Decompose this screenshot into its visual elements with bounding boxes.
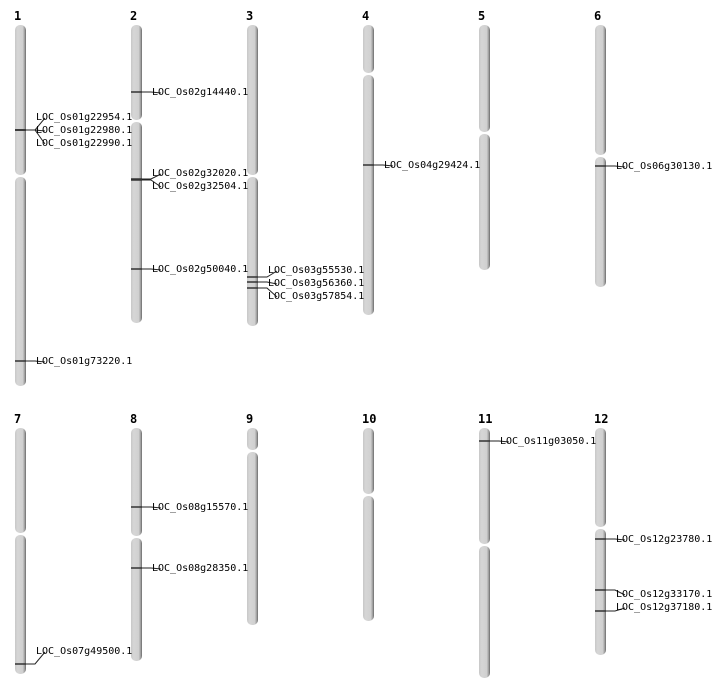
gene-marker-label: LOC_Os08g28350.1 <box>152 563 249 574</box>
marker-connector <box>258 270 278 278</box>
chromosome-arm-p <box>131 25 142 120</box>
chromosome-arm-q <box>363 496 374 621</box>
marker-connector <box>142 173 162 180</box>
marker-connector <box>142 91 162 94</box>
chromosome-label: 2 <box>130 9 138 23</box>
marker-connector <box>142 506 162 509</box>
chromosome-arm-q <box>595 529 606 655</box>
marker-connector <box>26 129 46 145</box>
chromosome-arm-q <box>131 538 142 661</box>
chromosome-label: 3 <box>246 9 254 23</box>
gene-marker-label: LOC_Os08g15570.1 <box>152 502 249 513</box>
gene-marker-label: LOC_Os02g14440.1 <box>152 87 249 98</box>
marker-connector <box>606 538 626 541</box>
chromosome-label: 9 <box>246 412 254 426</box>
gene-marker-label: LOC_Os01g73220.1 <box>36 356 133 367</box>
gene-marker-label: LOC_Os01g22954.1 <box>36 112 133 123</box>
gene-marker-label: LOC_Os12g37180.1 <box>616 602 712 613</box>
chromosome-arm-q <box>363 75 374 315</box>
gene-marker-label: LOC_Os01g22980.1 <box>36 125 133 136</box>
gene-marker-label: LOC_Os11g03050.1 <box>500 436 597 447</box>
marker-connector <box>142 179 162 188</box>
chromosome-label: 8 <box>130 412 138 426</box>
chromosome-label: 7 <box>14 412 22 426</box>
gene-marker-label: LOC_Os12g23780.1 <box>616 534 712 545</box>
chromosome-arm-q <box>15 177 26 386</box>
marker-connector <box>606 589 626 596</box>
gene-marker-label: LOC_Os12g33170.1 <box>616 589 712 600</box>
chromosome-arm-q <box>479 134 490 270</box>
chromosome-arm-p <box>247 25 258 175</box>
chromosome-arm-p <box>479 25 490 132</box>
chromosome-label: 5 <box>478 9 486 23</box>
marker-connector <box>606 607 626 612</box>
chromosome-arm-q <box>15 535 26 674</box>
chromosome-arm-p <box>363 428 374 494</box>
gene-marker-label: LOC_Os01g22990.1 <box>36 138 133 149</box>
chromosome-label: 11 <box>478 412 493 426</box>
marker-connector <box>142 268 162 271</box>
gene-marker-label: LOC_Os02g32020.1 <box>152 168 249 179</box>
marker-connector <box>374 164 394 167</box>
gene-marker-label: LOC_Os02g50040.1 <box>152 264 249 275</box>
chromosome-label: 1 <box>14 9 22 23</box>
gene-marker-label: LOC_Os07g49500.1 <box>36 646 133 657</box>
chromosome-arm-p <box>131 428 142 536</box>
chromosome-arm-q <box>479 546 490 678</box>
chromosome-arm-q <box>247 177 258 326</box>
chromosome-label: 6 <box>594 9 602 23</box>
gene-marker-label: LOC_Os06g30130.1 <box>616 161 712 172</box>
chromosome-arm-p <box>363 25 374 73</box>
marker-connector <box>258 287 278 298</box>
chromosome-arm-q <box>595 157 606 287</box>
chromosome-arm-q <box>247 452 258 625</box>
chromosome-arm-p <box>247 428 258 450</box>
chromosome-arm-q <box>131 122 142 323</box>
chromosome-label: 4 <box>362 9 370 23</box>
chromosome-arm-p <box>595 25 606 155</box>
gene-marker-label: LOC_Os03g57854.1 <box>268 291 365 302</box>
gene-marker-label: LOC_Os03g56360.1 <box>268 278 365 289</box>
gene-marker-label: LOC_Os03g55530.1 <box>268 265 365 276</box>
marker-connector <box>142 567 162 570</box>
marker-connector <box>258 281 278 285</box>
chromosome-arm-p <box>15 25 26 175</box>
chromosome-label: 12 <box>594 412 609 426</box>
gene-marker-label: LOC_Os04g29424.1 <box>384 160 481 171</box>
marker-connector <box>490 440 510 443</box>
chromosome-arm-p <box>15 428 26 533</box>
marker-connector <box>26 651 46 665</box>
gene-marker-label: LOC_Os02g32504.1 <box>152 181 249 192</box>
chromosome-arm-p <box>595 428 606 527</box>
chromosome-arm-p <box>479 428 490 544</box>
marker-connector <box>606 165 626 168</box>
chromosome-label: 10 <box>362 412 377 426</box>
marker-connector <box>26 360 46 363</box>
